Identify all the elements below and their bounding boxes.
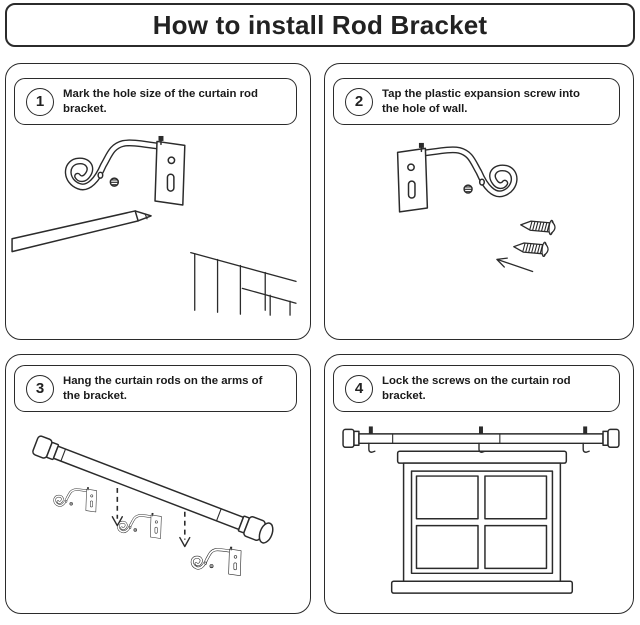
window-illustration (390, 450, 574, 594)
direction-arrow (496, 257, 534, 273)
step4-number-badge: 4 (345, 374, 373, 403)
step4-illustration (342, 425, 620, 594)
step2-instruction-box: 2 Tap the plastic expansion screw into t… (333, 78, 620, 125)
mini-bracket (190, 545, 243, 578)
step4-instruction-text: Lock the screws on the curtain rod brack… (382, 374, 571, 402)
step2-panel: 2 Tap the plastic expansion screw into t… (324, 63, 634, 340)
step3-number-badge: 3 (26, 374, 54, 403)
mini-bracket (53, 485, 98, 514)
rod-bracket-illustration (68, 136, 185, 205)
step1-instruction-box: 1 Mark the hole size of the curtain rod … (14, 78, 297, 125)
step2-instruction-text: Tap the plastic expansion screw into the… (382, 87, 580, 115)
expansion-screws (512, 217, 557, 258)
dashed-arrow (111, 487, 123, 527)
step1-number-badge: 1 (26, 87, 54, 116)
dashed-arrow (179, 511, 191, 548)
curtain-rod (32, 435, 274, 544)
mini-bracket (116, 511, 163, 540)
page-title: How to install Rod Bracket (152, 9, 488, 40)
wall-corner-lines (190, 251, 297, 316)
step2-number-badge: 2 (345, 87, 373, 116)
step1-illustration (11, 64, 297, 316)
step4-panel: 4 Lock the screws on the curtain rod bra… (324, 354, 634, 614)
step3-illustration (32, 435, 274, 578)
step1-instruction-text: Mark the hole size of the curtain rod br… (63, 87, 258, 115)
rod-bracket-mirrored-illustration (398, 143, 515, 212)
title-box: How to install Rod Bracket (5, 3, 635, 47)
step4-instruction-box: 4 Lock the screws on the curtain rod bra… (333, 365, 620, 412)
pencil-illustration (11, 210, 152, 253)
step1-panel: 1 Mark the hole size of the curtain rod … (5, 63, 311, 340)
step3-instruction-text: Hang the curtain rods on the arms of the… (63, 374, 263, 402)
step2-illustration (325, 64, 557, 273)
step3-panel: 3 Hang the curtain rods on the arms of t… (5, 354, 311, 614)
step3-instruction-box: 3 Hang the curtain rods on the arms of t… (14, 365, 297, 412)
